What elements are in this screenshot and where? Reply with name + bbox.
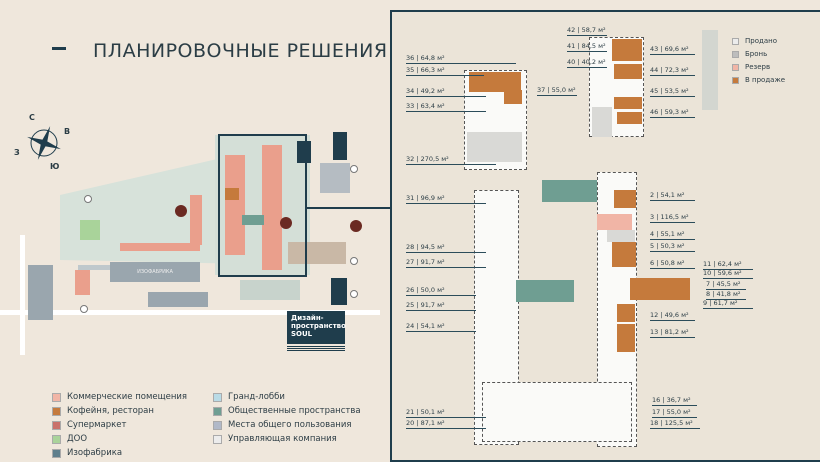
unit-label[interactable]: 28 | 94,5 м² [406, 243, 486, 253]
unit-label[interactable]: 45 | 53,5 м² [650, 87, 695, 97]
unit-label[interactable]: 36 | 64,8 м² [406, 54, 516, 64]
legend-item: Кофейня, ресторан [52, 406, 187, 416]
legend-item: Управляющая компания [213, 434, 361, 444]
unit-label[interactable]: 24 | 54,1 м² [406, 322, 476, 332]
status-swatch [732, 63, 739, 71]
unit-label[interactable]: 32 | 270,5 м² [406, 155, 496, 165]
status-swatch [732, 37, 739, 45]
unit-label[interactable]: 34 | 49,2 м² [406, 87, 486, 97]
legend-item: ДОО [52, 434, 187, 444]
side-bar [702, 30, 718, 110]
legend-swatch [52, 420, 61, 430]
unit-label[interactable]: 2 | 54,1 м² [650, 191, 695, 201]
unit-label[interactable]: 4 | 55,1 м² [650, 230, 695, 240]
unit-label[interactable]: 27 | 91,7 м² [406, 258, 486, 268]
unit-label[interactable]: 44 | 72,3 м² [650, 66, 695, 76]
title-accent [52, 47, 66, 50]
legend-item: Места общего пользования [213, 420, 361, 430]
unit-label[interactable]: 43 | 69,6 м² [650, 45, 695, 55]
unit-label[interactable]: 12 | 49,6 м² [650, 311, 695, 321]
design-space-stripes [287, 346, 345, 352]
legend-item: Изофабрика [52, 448, 187, 458]
legend-swatch [213, 434, 222, 444]
unit-label[interactable]: 9 | 61,7 м² [703, 299, 753, 309]
legend-left: Коммерческие помещения Кофейня, ресторан… [52, 392, 187, 458]
legend-item: Коммерческие помещения [52, 392, 187, 402]
status-swatch [732, 50, 739, 58]
unit-label[interactable]: 11 | 62,4 м² [703, 260, 753, 270]
unit-label[interactable]: 17 | 55,0 м² [652, 408, 697, 418]
unit-label[interactable]: 26 | 50,0 м² [406, 286, 476, 296]
unit-label[interactable]: 37 | 55,0 м² [537, 86, 577, 96]
legend-swatch [52, 434, 61, 444]
map-marker[interactable] [175, 205, 187, 217]
map-marker[interactable] [350, 220, 362, 232]
compass-west: З [14, 148, 20, 157]
unit-label[interactable]: 40 | 40,2 м² [567, 58, 607, 68]
unit-label[interactable]: 20 | 87,1 м² [406, 419, 486, 429]
unit-label[interactable]: 6 | 50,8 м² [650, 259, 695, 269]
compass-north: С [29, 113, 35, 122]
unit-label[interactable]: 33 | 63,4 м² [406, 102, 486, 112]
unit-label[interactable]: 13 | 81,2 м² [650, 328, 695, 338]
compass: С В Ю З [14, 113, 72, 171]
compass-rose-icon [27, 126, 61, 160]
status-legend: Продано Бронь Резерв В продаже [732, 37, 785, 84]
legend-swatch [213, 420, 222, 430]
status-item: Продано [732, 37, 785, 45]
legend-swatch [52, 448, 61, 458]
legend-item: Гранд-лобби [213, 392, 361, 402]
legend-item: Супермаркет [52, 420, 187, 430]
legend-swatch [52, 392, 61, 402]
legend-swatch [52, 406, 61, 416]
unit-label[interactable]: 5 | 50,3 м² [650, 242, 695, 252]
unit-label[interactable]: 21 | 50,1 м² [406, 408, 486, 418]
compass-south: Ю [50, 162, 60, 171]
unit-label[interactable]: 7 | 45,5 м² [706, 280, 746, 290]
status-item: Бронь [732, 50, 785, 58]
unit-label[interactable]: 18 | 125,5 м² [650, 419, 700, 429]
map-marker[interactable] [280, 217, 292, 229]
unit-label[interactable]: 46 | 59,3 м² [650, 108, 695, 118]
unit-label[interactable]: 10 | 59,6 м² [703, 269, 753, 279]
compass-east: В [64, 127, 71, 136]
unit-label[interactable]: 35 | 66,3 м² [406, 66, 484, 76]
design-space-soul[interactable]: Дизайн-пространство SOUL [287, 311, 346, 344]
page-title: ПЛАНИРОВОЧНЫЕ РЕШЕНИЯ [93, 40, 388, 62]
legend-swatch [213, 392, 222, 402]
legend-swatch [213, 406, 222, 416]
floor-plan-panel: Продано Бронь Резерв В продаже 36 | 64,8… [390, 10, 820, 462]
legend-right: Гранд-лобби Общественные пространства Ме… [213, 392, 361, 444]
factory-building: ИЗОФАБРИКА [110, 262, 200, 282]
status-swatch [732, 76, 739, 84]
unit-label[interactable]: 8 | 41,8 м² [706, 290, 746, 300]
building-section[interactable] [482, 382, 632, 442]
unit-label[interactable]: 3 | 116,5 м² [650, 213, 695, 223]
unit-label[interactable]: 16 | 36,7 м² [652, 396, 697, 406]
unit-label[interactable]: 41 | 84,5 м² [567, 42, 607, 52]
unit-label[interactable]: 25 | 91,7 м² [406, 301, 476, 311]
unit-label[interactable]: 31 | 96,9 м² [406, 194, 486, 204]
site-map: ИЗОФАБРИКА [0, 120, 390, 355]
status-item: Резерв [732, 63, 785, 71]
legend-item: Общественные пространства [213, 406, 361, 416]
connector-line [307, 207, 390, 209]
status-item: В продаже [732, 76, 785, 84]
selected-area-frame[interactable] [218, 134, 307, 277]
unit-label[interactable]: 42 | 58,7 м² [567, 26, 607, 36]
